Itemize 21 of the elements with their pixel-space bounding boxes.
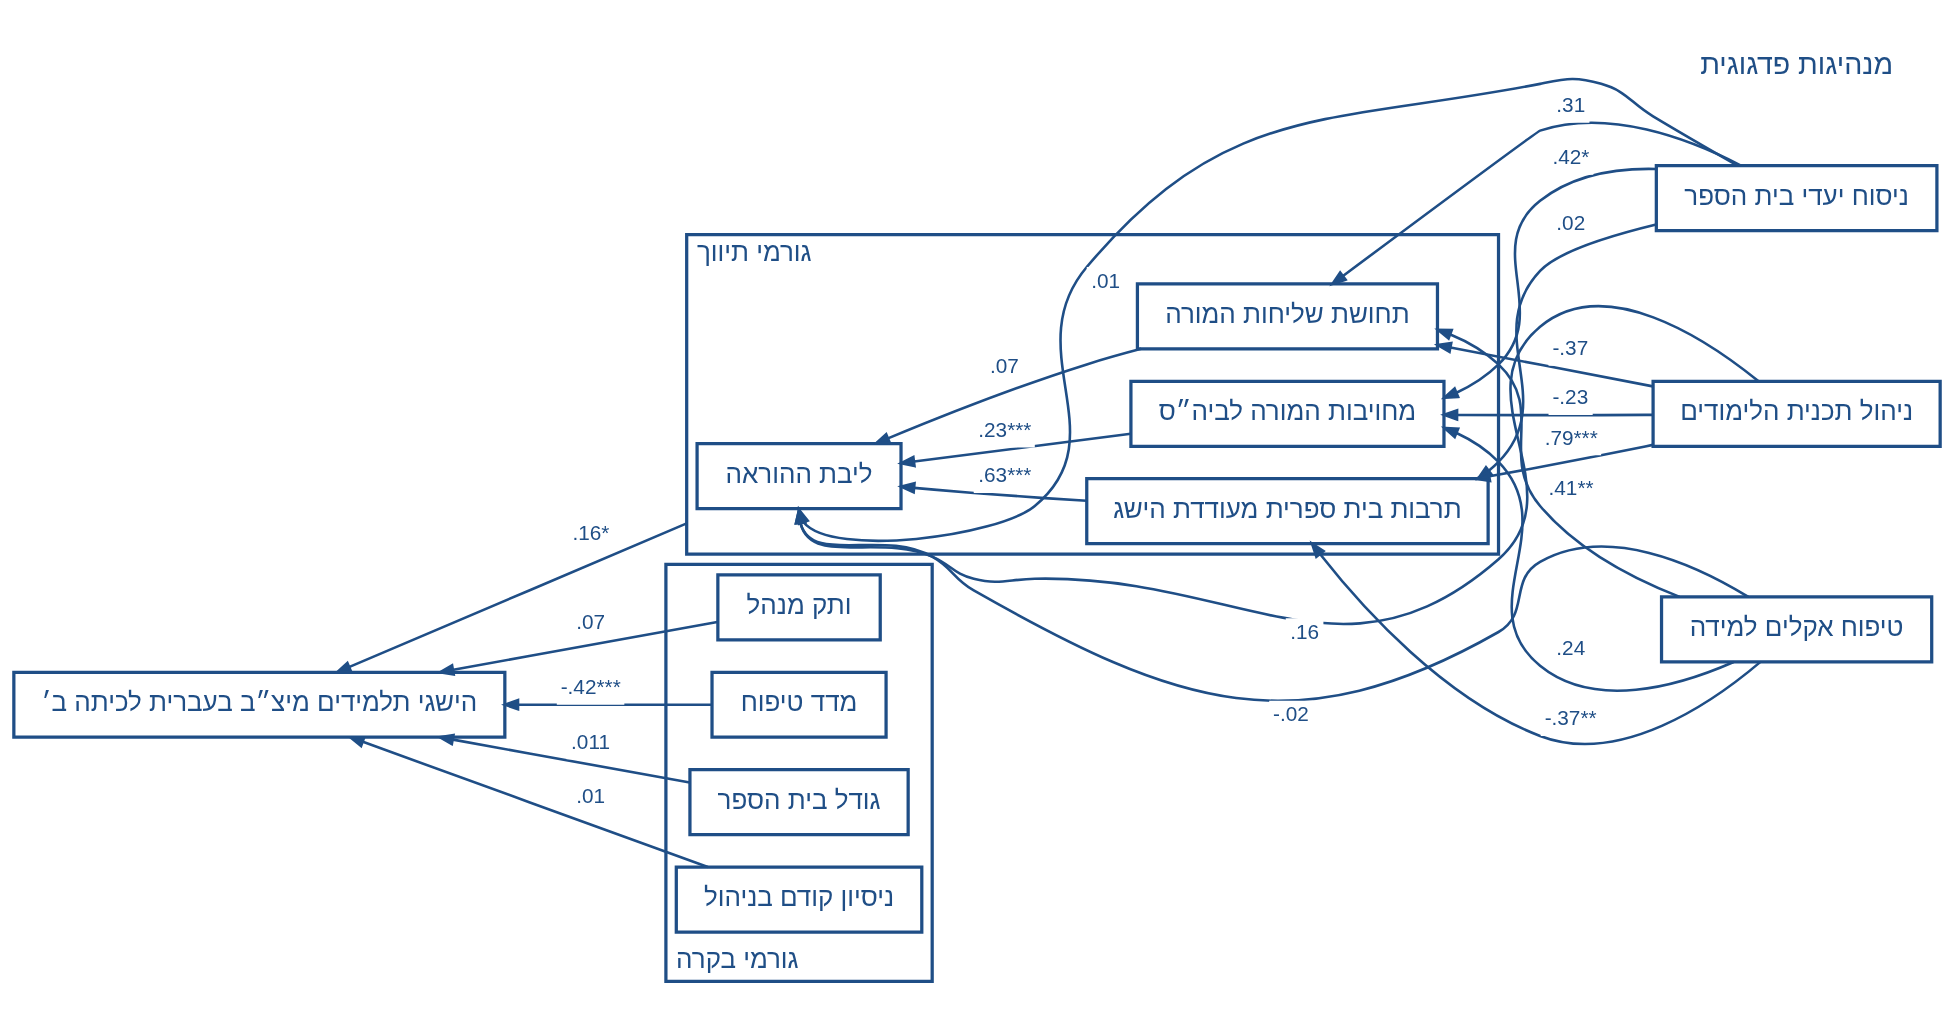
edge-label: .42* bbox=[1552, 145, 1590, 169]
edge-label: .16 bbox=[1290, 619, 1320, 643]
edge-label: .31 bbox=[1556, 93, 1586, 117]
edge-label: -.23 bbox=[1552, 385, 1589, 409]
edge-label: -.37** bbox=[1544, 706, 1597, 730]
edge-label: .79*** bbox=[1544, 425, 1598, 449]
edge-label: .23*** bbox=[978, 417, 1032, 441]
edge-label: .02 bbox=[1556, 211, 1586, 235]
edge-label: .07 bbox=[576, 610, 606, 634]
edge-label: -.37 bbox=[1552, 336, 1589, 360]
label: מנהיגות פדגוגית bbox=[1700, 48, 1894, 81]
edge-label: .01 bbox=[576, 784, 606, 808]
edge-label: .24 bbox=[1556, 636, 1586, 660]
edge-label: .16* bbox=[572, 520, 610, 544]
edge-label: .41** bbox=[1548, 476, 1594, 500]
edge-label: .63*** bbox=[978, 463, 1032, 487]
edge-label: .07 bbox=[989, 354, 1019, 378]
edge-label: .01 bbox=[1091, 268, 1121, 292]
edge-label: -.42*** bbox=[560, 675, 621, 699]
edge-label: -.02 bbox=[1273, 702, 1309, 726]
edge-label: .011 bbox=[571, 729, 610, 753]
